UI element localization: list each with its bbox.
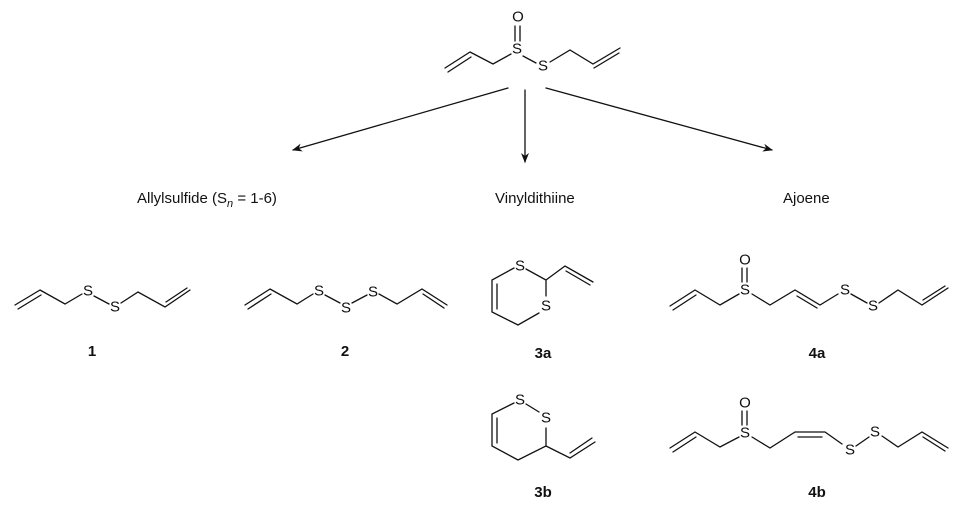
compound-4a-structure: O S S S	[669, 252, 949, 315]
atom-sulfur: S	[868, 298, 878, 315]
atom-sulfur: S	[515, 258, 525, 275]
atom-sulfur: S	[110, 299, 120, 316]
compound-label-3b: 3b	[534, 484, 552, 501]
atom-sulfur: S	[512, 41, 522, 58]
atom-sulfur: S	[541, 410, 551, 427]
atom-sulfur: S	[341, 300, 351, 317]
atom-sulfur: S	[870, 424, 880, 441]
allicin-structure: O S S	[444, 9, 621, 75]
atom-oxygen: O	[512, 9, 524, 26]
compound-label-1: 1	[88, 343, 96, 360]
compound-1-structure: S S	[14, 283, 191, 316]
category-ajoene: Ajoene	[783, 190, 830, 207]
atom-sulfur: S	[845, 442, 855, 459]
arrow-to-allylsulfide	[292, 87, 509, 152]
compound-label-2: 2	[341, 343, 349, 360]
compound-4b-structure: O S S S	[669, 395, 949, 459]
compound-label-4b: 4b	[808, 484, 826, 501]
atom-sulfur: S	[740, 425, 750, 442]
atom-sulfur: S	[515, 392, 525, 409]
category-allylsulfide: Allylsulfide (Sn = 1-6)	[137, 190, 277, 210]
atom-sulfur: S	[314, 283, 324, 300]
atom-oxygen: O	[739, 252, 751, 269]
category-vinyldithiine: Vinyldithiine	[495, 190, 575, 207]
compound-3b-structure: S S	[491, 392, 596, 461]
compound-label-3a: 3a	[535, 345, 552, 362]
compound-3a-structure: S S	[491, 258, 594, 326]
arrow-to-ajoene	[545, 87, 773, 152]
atom-sulfur: S	[538, 58, 548, 75]
atom-oxygen: O	[739, 395, 751, 412]
atom-sulfur: S	[541, 298, 551, 315]
compound-label-4a: 4a	[809, 345, 826, 362]
atom-sulfur: S	[840, 282, 850, 299]
compound-2-structure: S S S	[244, 283, 448, 317]
atom-sulfur: S	[83, 283, 93, 300]
atom-sulfur: S	[368, 284, 378, 301]
atom-sulfur: S	[740, 282, 750, 299]
